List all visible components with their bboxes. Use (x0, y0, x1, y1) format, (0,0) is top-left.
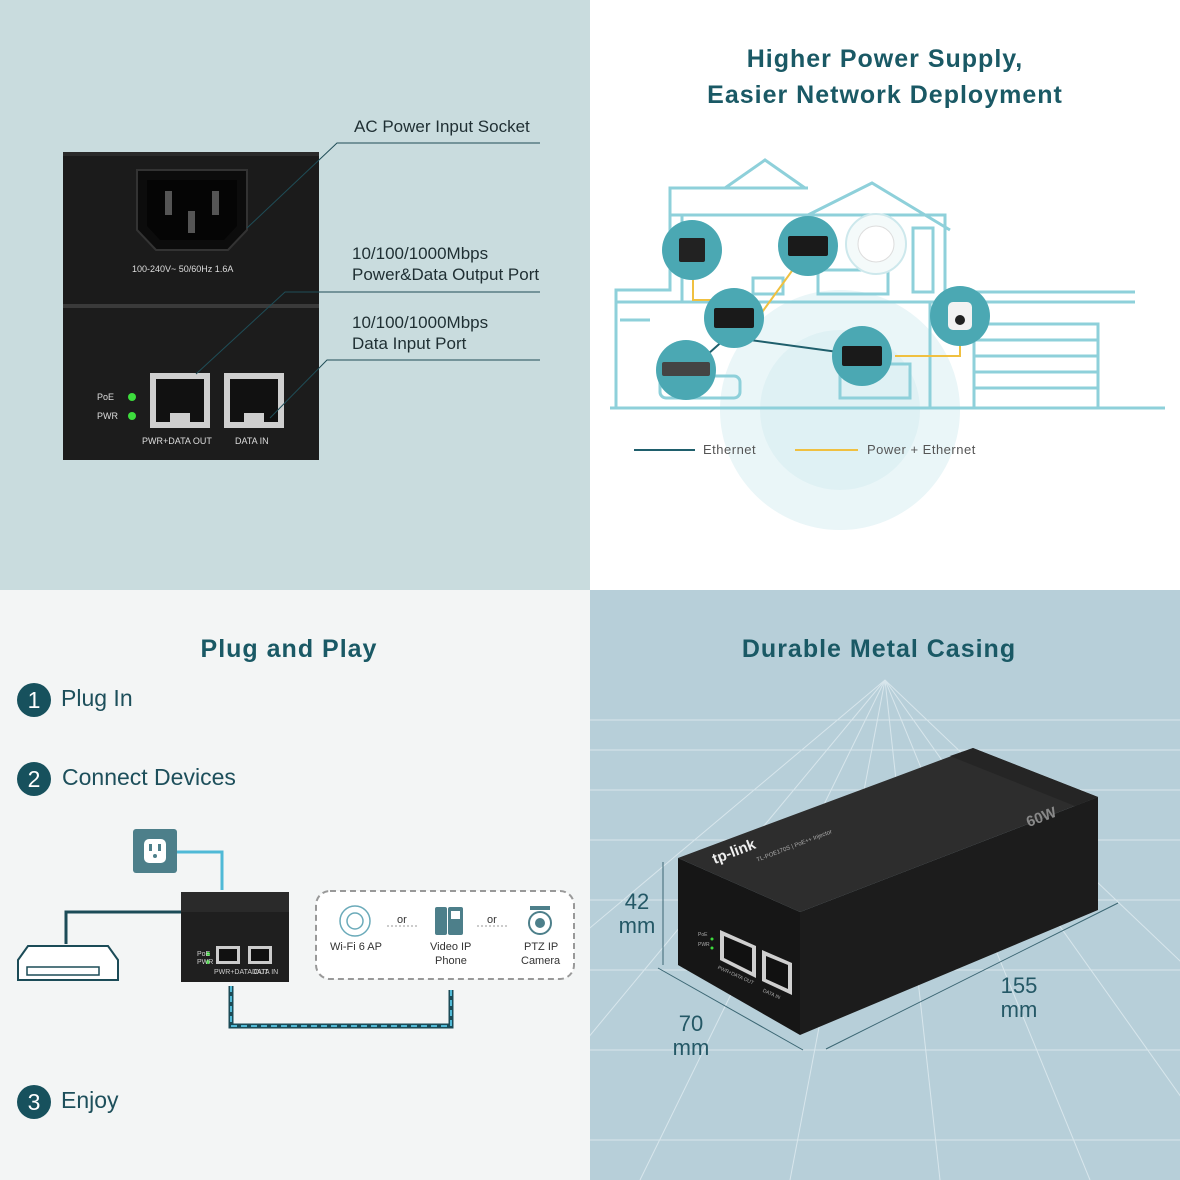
ethernet-legend-label: Ethernet (703, 442, 757, 457)
camera-label-line1: PTZ IP (524, 941, 559, 953)
width-value: 70 (678, 1011, 704, 1036)
video-phone-icon (435, 907, 447, 935)
poe-led-label: PoE (97, 392, 115, 402)
camera-label-line2: Camera (521, 955, 561, 967)
casing-title: Durable Metal Casing (741, 635, 1017, 663)
rating-label: 100-240V~ 50/60Hz 1.6A (132, 264, 234, 274)
mini-port-out-label: PWR+DATA OUT (214, 969, 269, 976)
mini-injector-top (181, 892, 289, 912)
height-unit: mm (618, 913, 656, 938)
casing-pwr-label: PWR (698, 942, 710, 948)
length-value: 155 (1000, 973, 1038, 998)
mini-port-in-label: DATA IN (252, 969, 279, 976)
phone-label-line2: Phone (435, 955, 467, 967)
port-in-label: DATA IN (235, 436, 269, 446)
desktop-switch-icon (662, 362, 710, 376)
ap-label: Wi-Fi 6 AP (330, 941, 382, 953)
power-legend-label: Power + Ethernet (867, 442, 976, 457)
wifi-ap-icon (339, 905, 371, 937)
callout-input-line1: 10/100/1000Mbps (352, 313, 489, 332)
poe-switch-icon (788, 236, 828, 256)
network-switch-icon (17, 945, 119, 981)
ports-illustration (63, 142, 540, 460)
plug-play-panel: Plug and Play 1 Plug In 2 Connect Device… (0, 590, 590, 1180)
plug-play-title: Plug and Play (200, 635, 378, 663)
casing-side (800, 797, 1098, 1035)
callout-input-line2: Data Input Port (352, 334, 467, 353)
ceiling-ap-icon (857, 225, 895, 263)
pwr-led-label: PWR (97, 411, 118, 421)
ports-panel: 100-240V~ 50/60Hz 1.6A PoE PWR PWR+DATA … (0, 0, 590, 590)
injector-icon-1 (714, 308, 754, 328)
deployment-title-line2: Easier Network Deployment (707, 81, 1063, 109)
casing-top (678, 748, 1098, 912)
callout-output-line1: 10/100/1000Mbps (352, 244, 489, 263)
ip-phone-icon (679, 238, 705, 262)
or-separator-1: or (397, 914, 407, 926)
house-network-diagram (610, 158, 1165, 530)
pwr-led (128, 412, 136, 420)
length-dimension-line (825, 902, 1119, 1050)
step-2-number: 2 (17, 762, 51, 796)
step-2-label: Connect Devices (62, 764, 236, 790)
poe-cable (230, 986, 452, 1027)
poe-led (128, 393, 136, 401)
phone-label-line1: Video IP (430, 941, 472, 953)
width-dimension-line (657, 967, 804, 1051)
length-unit: mm (1000, 997, 1038, 1022)
deployment-panel: Higher Power Supply, Easier Network Depl… (590, 0, 1180, 590)
port-out-label: PWR+DATA OUT (142, 436, 212, 446)
mini-pwr-led-label: PWR (197, 959, 214, 966)
width-unit: mm (672, 1035, 710, 1060)
mini-poe-led-label: PoE (197, 951, 211, 958)
step-3-label: Enjoy (61, 1087, 119, 1113)
callout-output-line2: Power&Data Output Port (352, 265, 540, 284)
step-1-number: 1 (17, 683, 51, 717)
connection-diagram (17, 829, 575, 1029)
deployment-title-line1: Higher Power Supply, (746, 45, 1024, 73)
device-bubbles (656, 213, 990, 400)
power-cable (177, 850, 224, 890)
height-value: 42 (624, 889, 650, 914)
callout-ac-socket: AC Power Input Socket (354, 117, 530, 136)
casing-illustration (590, 679, 1180, 1180)
casing-poe-label: PoE (698, 932, 708, 938)
injector-icon-2 (842, 346, 882, 366)
step-3-number: 3 (17, 1085, 51, 1119)
casing-panel: Durable Metal Casing tp-link TL-POE170S … (590, 590, 1180, 1180)
or-separator-2: or (487, 914, 497, 926)
step-1-label: Plug In (61, 685, 133, 711)
ptz-camera-icon (528, 911, 552, 935)
